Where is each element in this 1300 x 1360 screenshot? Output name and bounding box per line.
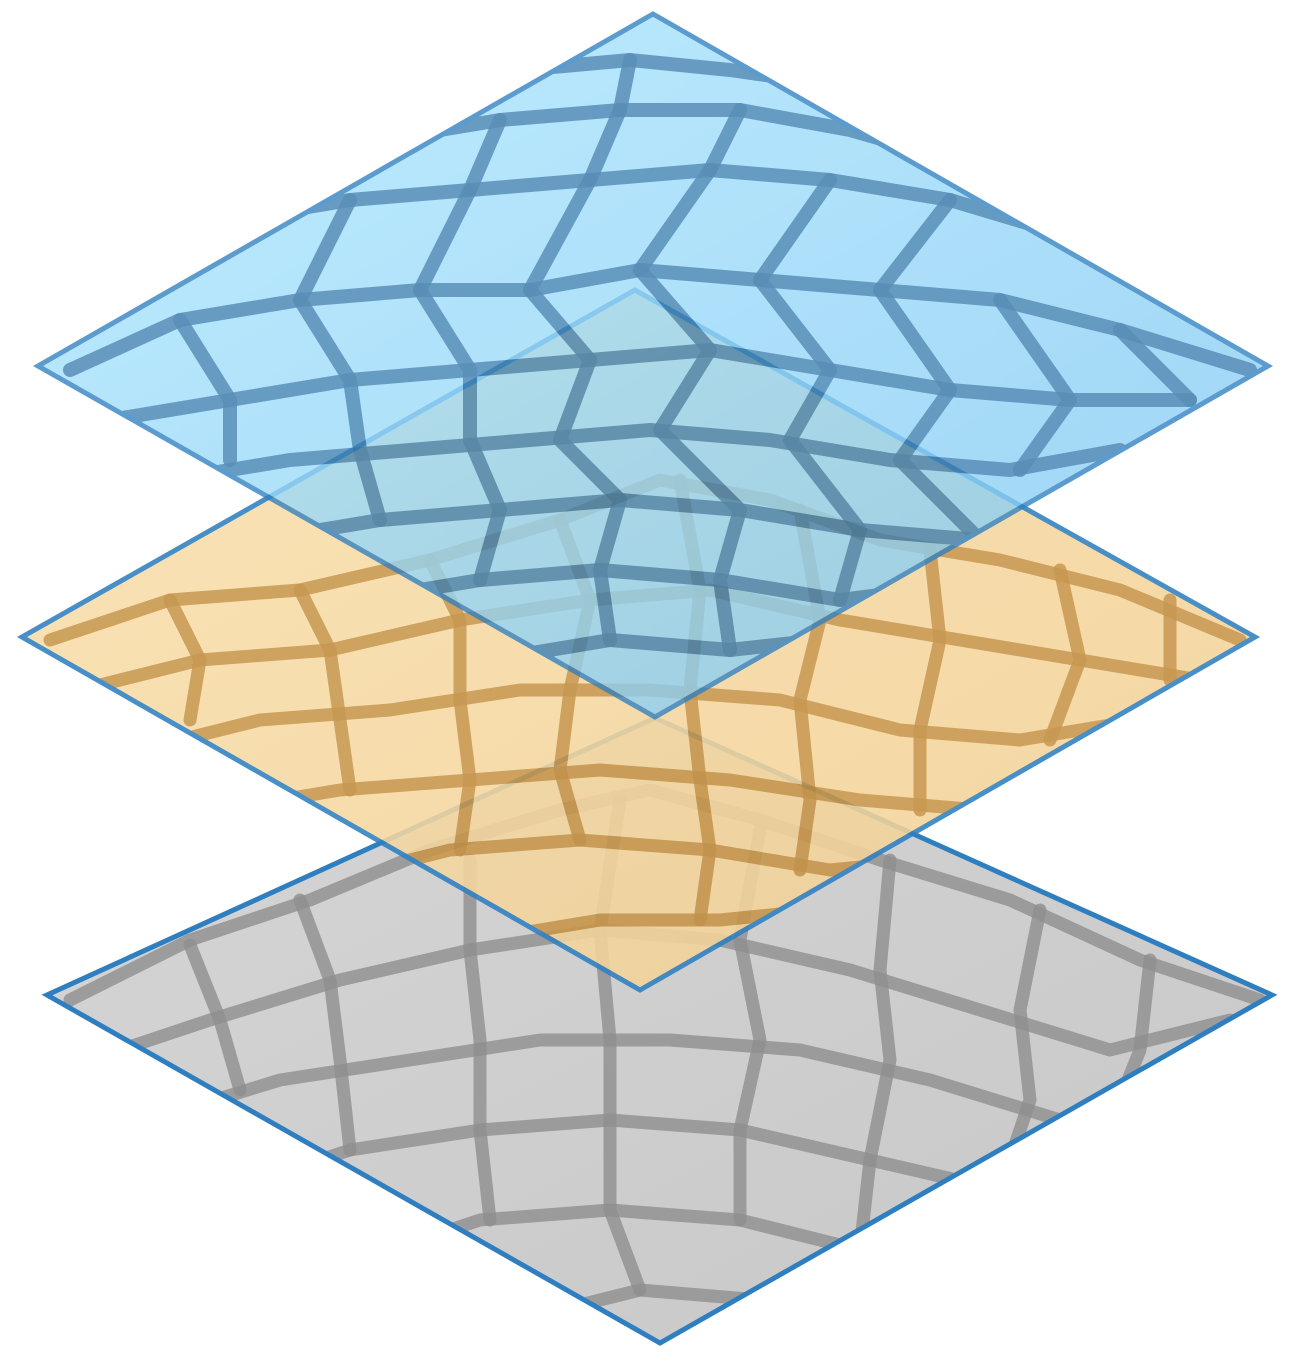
bottom-layer-edge: [41, 715, 1278, 1346]
top-layer: [32, 11, 1274, 720]
top-layer-cracks: [63, 53, 1257, 667]
middle-layer-edge: [16, 287, 1261, 993]
top-layer-edge: [32, 11, 1274, 720]
bottom-layer-surface: [47, 718, 1272, 1343]
